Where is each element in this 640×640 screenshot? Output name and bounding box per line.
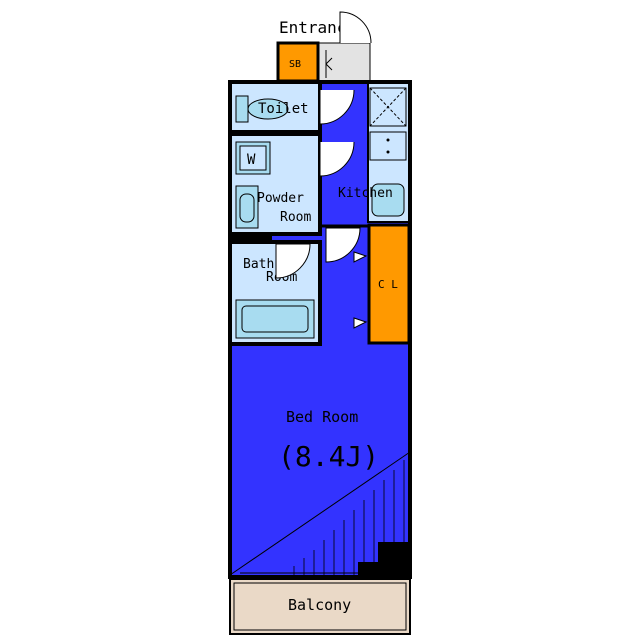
toilet-door-swing bbox=[319, 89, 355, 125]
closet-door-mark-top bbox=[353, 251, 368, 263]
stove-icon bbox=[369, 131, 407, 161]
powder-door-swing bbox=[319, 141, 355, 177]
pillar bbox=[358, 542, 410, 576]
powder-room-label-line1: Powder bbox=[257, 191, 304, 206]
kitchen-label: Kitchen bbox=[338, 186, 393, 201]
bath-room-label-line1: Bath bbox=[243, 257, 274, 272]
toilet-bowl-icon bbox=[247, 98, 289, 120]
toilet-tank bbox=[235, 95, 249, 123]
bath-door-swing bbox=[275, 243, 311, 279]
closet-label: C L bbox=[378, 278, 398, 291]
kitchen-sink-icon bbox=[371, 183, 405, 217]
entrance-floor bbox=[317, 42, 371, 82]
toilet-label: Toilet bbox=[258, 101, 309, 117]
bedroom-door-swing bbox=[325, 227, 361, 263]
powder-room-label-line2: Room bbox=[280, 210, 311, 225]
entrance-door-swing bbox=[339, 11, 372, 44]
balcony-label: Balcony bbox=[288, 596, 351, 614]
shoe-box-label: SB bbox=[289, 59, 301, 70]
washer-label: W bbox=[247, 152, 256, 168]
bed-room-label: Bed Room bbox=[286, 408, 358, 426]
balcony bbox=[229, 578, 411, 635]
closet bbox=[367, 223, 411, 345]
bed-room-size: (8.4J) bbox=[278, 440, 379, 473]
entrance-label: Entrance bbox=[279, 18, 356, 37]
closet-door-mark-bottom bbox=[353, 317, 368, 329]
